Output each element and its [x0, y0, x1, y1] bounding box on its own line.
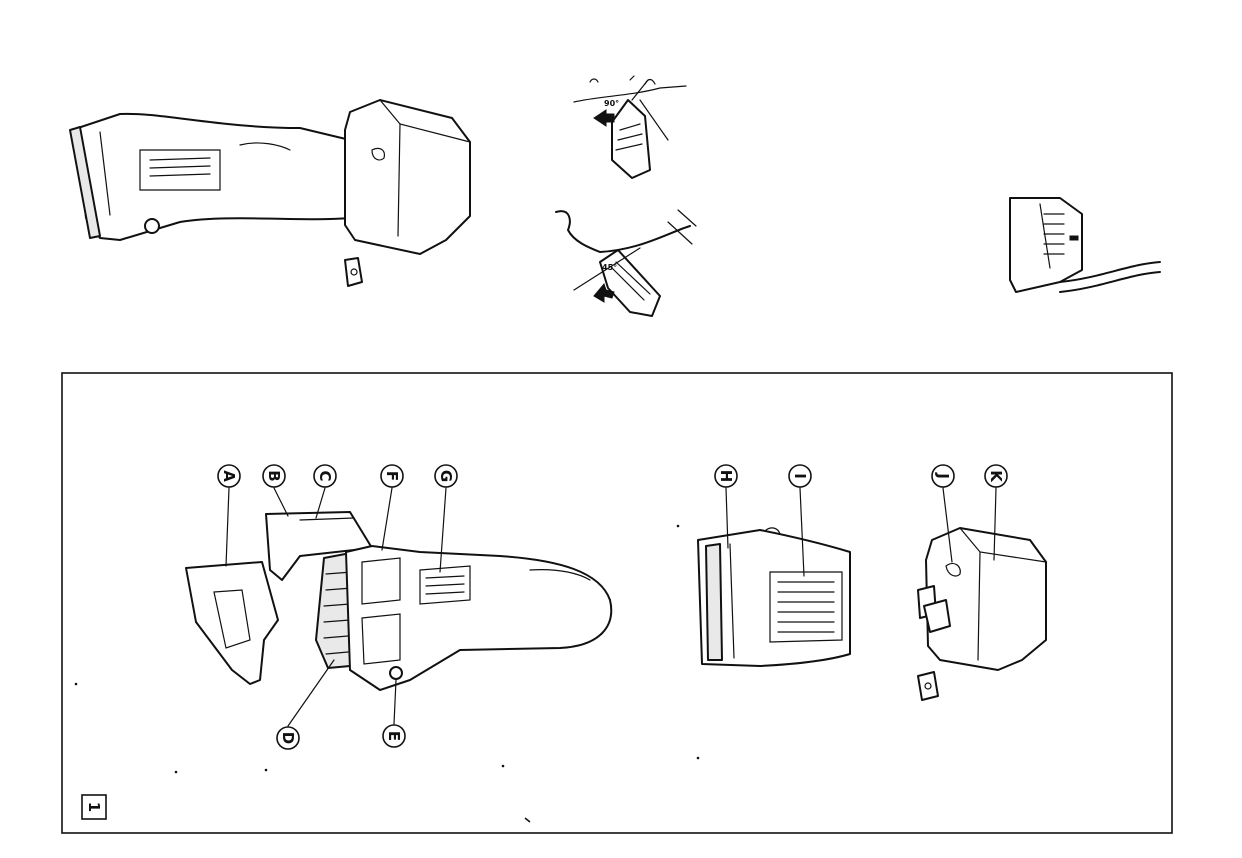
svg-text:F: F [383, 471, 401, 481]
shaving-angle-90-illustration: 90° [574, 76, 686, 178]
svg-text:B: B [265, 470, 283, 481]
part-label-d: D [277, 727, 299, 749]
svg-text:J: J [934, 472, 952, 479]
figure-number: 1 [85, 802, 103, 812]
part-label-j: J [932, 465, 954, 487]
svg-text:G: G [437, 470, 455, 482]
shaver-head-closeup-illustration [698, 528, 850, 666]
part-label-f: F [381, 465, 403, 487]
part-label-i: I [789, 465, 811, 487]
exploded-shaver-illustration [186, 512, 611, 690]
shaver-head-on-stand-illustration [1010, 198, 1160, 292]
svg-text:H: H [717, 470, 735, 483]
part-label-e: E [383, 725, 405, 747]
shaving-angle-45-illustration: 45° [556, 210, 696, 316]
part-label-c: C [314, 465, 336, 487]
svg-text:C: C [316, 470, 334, 481]
figure-number-box: 1 [82, 795, 106, 819]
angle-label-90: 90° [604, 99, 619, 108]
svg-text:D: D [279, 732, 297, 744]
svg-text:I: I [791, 473, 809, 479]
angle-label-45: 45° [602, 263, 617, 272]
part-label-k: K [985, 465, 1007, 487]
part-label-g: G [435, 465, 457, 487]
part-label-a: A [218, 465, 240, 487]
svg-text:E: E [385, 731, 403, 741]
part-label-b: B [263, 465, 285, 487]
svg-text:A: A [220, 470, 238, 482]
svg-text:K: K [987, 470, 1005, 483]
part-label-h: H [715, 465, 737, 487]
shaver-with-charger-illustration [70, 100, 470, 286]
charger-closeup-illustration [918, 528, 1046, 700]
